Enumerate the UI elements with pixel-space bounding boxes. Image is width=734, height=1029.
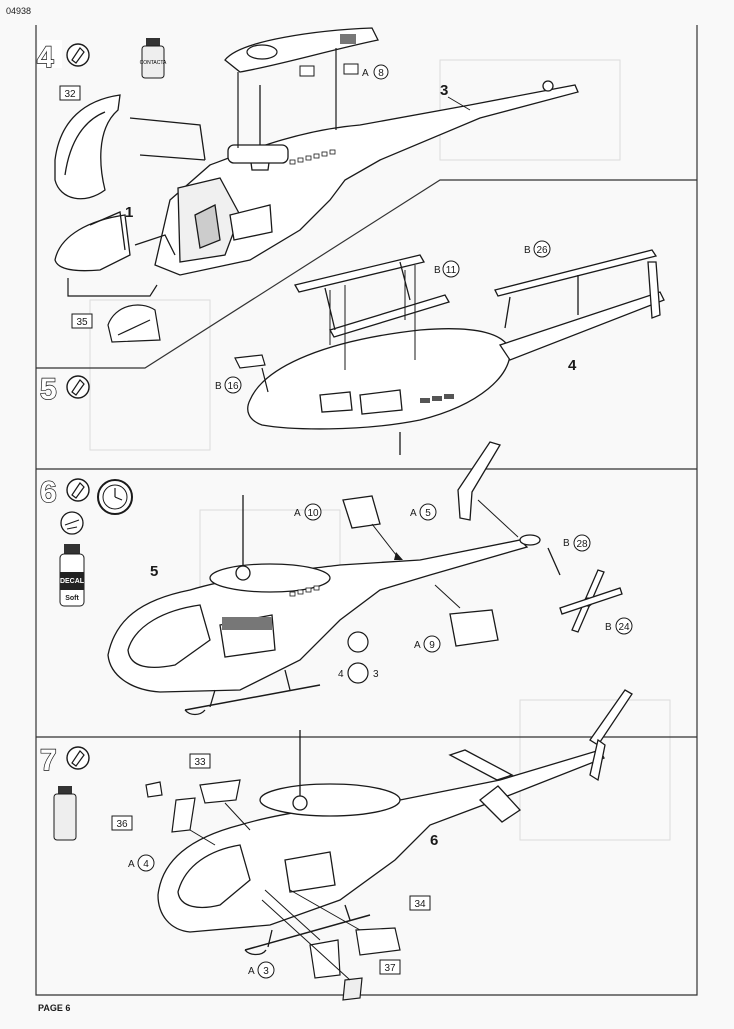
- step-5: 5: [39, 240, 665, 455]
- part-box-32: 32: [59, 85, 81, 101]
- windscreen-part: [54, 94, 206, 200]
- glue-icon: [66, 478, 90, 502]
- clock-icon: [97, 479, 133, 515]
- step-7-number: 7: [40, 744, 57, 777]
- step-6: 6 DECAL Soft: [39, 441, 633, 716]
- part-box-36: 36: [111, 815, 133, 831]
- roof-cover-part: [224, 27, 379, 148]
- part-ref-b24-letter: B: [605, 622, 612, 633]
- part-ref-a5: A 5: [410, 503, 437, 521]
- part-box-34-label: 34: [414, 899, 426, 910]
- part-ref-a4: A 4: [128, 854, 155, 872]
- step-5-number: 5: [40, 373, 57, 406]
- assembly-3-label: 3: [440, 82, 448, 99]
- part-ref-a3: A 3: [248, 961, 275, 979]
- part-ref-a4-letter: A: [128, 859, 135, 870]
- part-box-36-label: 36: [116, 819, 128, 830]
- helicopter-body-step6: [107, 495, 529, 716]
- part-ref-b11: B 11: [434, 260, 460, 278]
- part-ref-a10-number: 10: [307, 508, 319, 519]
- part-box-32-label: 32: [64, 89, 76, 100]
- kit-code: 04938: [6, 6, 32, 16]
- step-4-number: 4: [37, 41, 54, 74]
- page-label: PAGE 6: [38, 1003, 71, 1013]
- fin-part-b16: [234, 354, 269, 393]
- fuselage-step5: [247, 291, 665, 455]
- paint-bottle-label: CONTACTA: [140, 60, 167, 66]
- part-ref-b11-number: 11: [446, 265, 457, 276]
- part-ref-b16: B 16: [215, 376, 242, 394]
- part-ref-a10: A 10: [294, 503, 322, 521]
- part-ref-a3-letter: A: [248, 966, 255, 977]
- frame: [35, 25, 698, 996]
- part-ref-b16-letter: B: [215, 381, 222, 392]
- part-ref-b24-number: 24: [618, 622, 630, 633]
- part-box-35: 35: [71, 313, 93, 329]
- background-bleed: [89, 59, 671, 841]
- decal-bottle-line2: Soft: [65, 595, 79, 602]
- part-ref-b28: B 28: [563, 534, 591, 552]
- glue-icon: [66, 746, 90, 770]
- tail-parts-step6: [342, 441, 623, 647]
- part-box-34: 34: [409, 895, 431, 911]
- sub-ref-4: 4: [338, 669, 344, 680]
- assembly-4-label: 4: [568, 357, 577, 374]
- part-box-35-label: 35: [76, 317, 88, 328]
- part-box-33: 33: [189, 753, 211, 769]
- assembly-5-label: 5: [150, 563, 158, 580]
- window-parts-step7: [145, 779, 401, 1001]
- part-ref-a5-letter: A: [410, 508, 417, 519]
- part-ref-a8: A 8: [362, 64, 389, 80]
- part-ref-b16-number: 16: [227, 381, 239, 392]
- part-ref-a5-number: 5: [425, 508, 431, 519]
- decal-soft-bottle-icon: DECAL Soft: [59, 544, 85, 607]
- part-ref-b28-letter: B: [563, 538, 570, 549]
- part-ref-b26: B 26: [524, 240, 551, 258]
- helicopter-body-step4: [154, 80, 579, 276]
- part-ref-a9: A 9: [414, 635, 441, 653]
- water-slide-icon: [60, 511, 84, 535]
- paint-bottle-icon: [53, 786, 77, 841]
- part-ref-b28-number: 28: [576, 539, 588, 550]
- decal-marker-icons: [299, 63, 359, 77]
- sub-ref-4-3: 4 3: [338, 631, 379, 684]
- part-ref-a4-number: 4: [143, 859, 149, 870]
- skid-frame-part: [294, 254, 450, 370]
- part-1-label: 1: [125, 204, 133, 221]
- decal-bottle-line1: DECAL: [60, 578, 85, 585]
- part-ref-a3-number: 3: [263, 966, 269, 977]
- part-ref-b26-letter: B: [524, 245, 531, 256]
- stabilizer-part: [494, 249, 661, 329]
- part-ref-b11-letter: B: [434, 265, 441, 276]
- part-ref-b26-number: 26: [536, 245, 548, 256]
- part-box-37: 37: [379, 959, 401, 975]
- part-ref-a10-letter: A: [294, 508, 301, 519]
- part-ref-a9-number: 9: [429, 640, 435, 651]
- part-ref-a8-number: 8: [378, 68, 384, 79]
- paint-bottle-icon: CONTACTA: [140, 38, 167, 79]
- part-box-37-label: 37: [384, 963, 396, 974]
- helicopter-body-step7: [157, 689, 633, 956]
- step-7: 7: [39, 689, 633, 1001]
- part-ref-b24: B 24: [605, 617, 633, 635]
- step-4: 4 CONTACTA: [36, 27, 579, 343]
- step-6-number: 6: [40, 476, 57, 509]
- sub-ref-3: 3: [373, 669, 379, 680]
- glue-icon: [66, 375, 90, 399]
- part-ref-a8-letter: A: [362, 68, 369, 79]
- windscreen-piece-35: [107, 304, 161, 343]
- part-box-33-label: 33: [194, 757, 206, 768]
- part-ref-a9-letter: A: [414, 640, 421, 651]
- glue-icon: [66, 43, 90, 67]
- assembly-6-label: 6: [430, 832, 438, 849]
- nose-part: [54, 211, 176, 272]
